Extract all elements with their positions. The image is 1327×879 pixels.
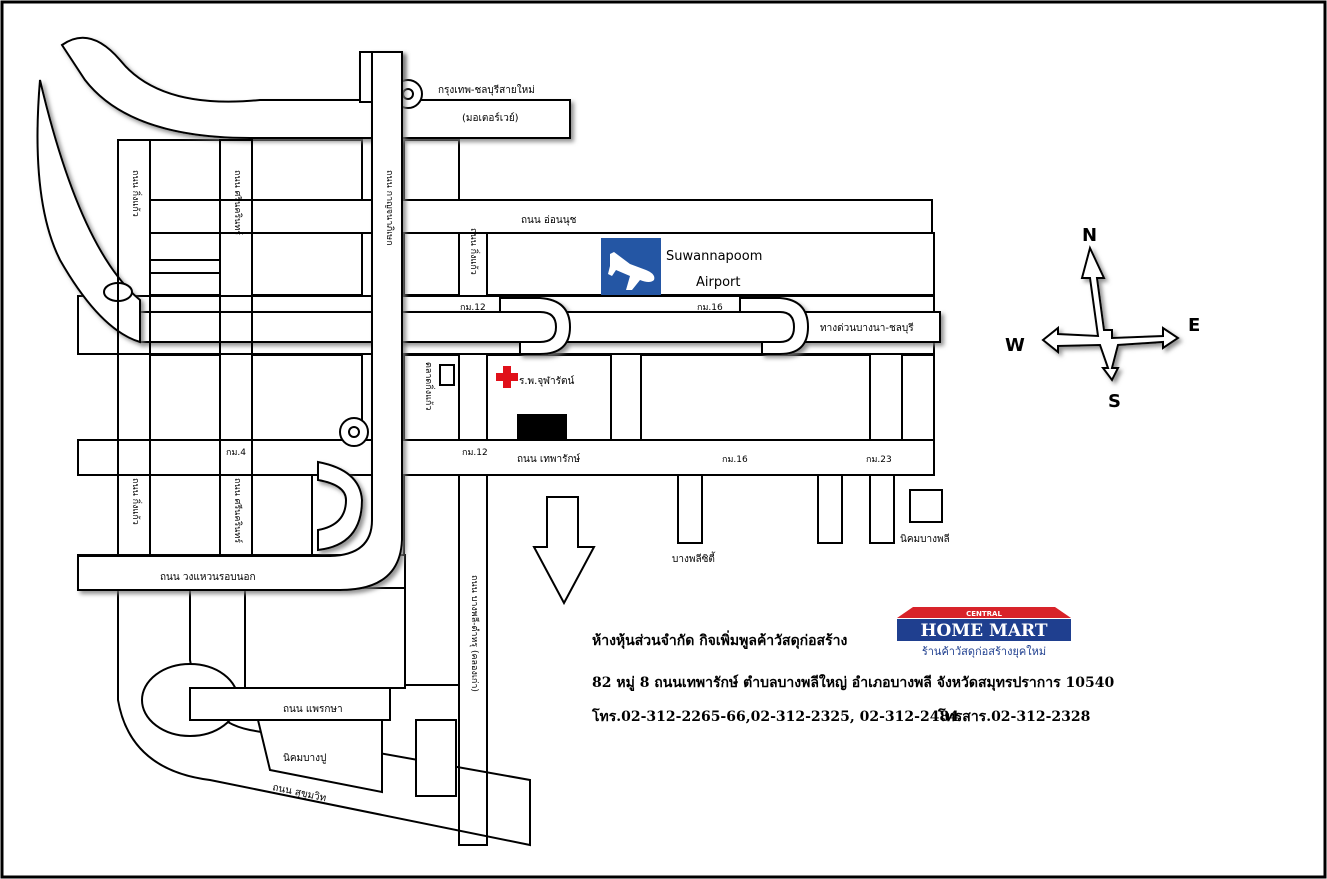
thepharak-label: ถนน เทพารักษ์	[517, 453, 581, 465]
bang-phli-road	[458, 474, 488, 846]
bang-phli-city-road	[677, 474, 703, 544]
airport-label-2: Airport	[696, 275, 741, 290]
on-nut-road	[149, 199, 933, 234]
market-marker	[439, 364, 455, 386]
block-left-low2	[251, 474, 313, 556]
phraeksa-label: ถนน แพรกษา	[283, 704, 343, 715]
block-a3	[149, 272, 221, 296]
km23-label: กม.23	[866, 455, 892, 465]
logo-top-text: CENTRAL	[966, 610, 1002, 618]
left-vertical-label-2: ถนน ศรีนครินทร์	[232, 170, 244, 235]
bang-phli-estate-label: นิคมบางพลี	[900, 533, 950, 545]
left-vertical-label-4: ถนน ศรีนครินทร์	[232, 478, 244, 543]
bang-phli-estate-block	[909, 489, 943, 523]
king-kaew-road	[458, 232, 488, 297]
left-curve-road	[36, 79, 141, 344]
km12-top-label: กม.12	[460, 303, 486, 313]
block-left-low1	[149, 474, 221, 556]
block-right-mid2	[901, 354, 935, 441]
bang-phli-road-label: ถนน บางพลี-ตำหรุ (คลองเก่า)	[469, 575, 480, 692]
logo-brand: HOME MART	[920, 621, 1047, 641]
motorway-interchange-loop-inner	[402, 88, 414, 100]
bang-pu-label: นิคมบางปู	[283, 753, 326, 764]
airplane-icon	[608, 252, 655, 290]
shop-phone: โทร.02-312-2265-66,02-312-2325, 02-312-2…	[592, 709, 959, 725]
compass-south: S	[1108, 391, 1121, 412]
thepharak-road	[77, 439, 935, 476]
airport-label-1: Suwannapoom	[666, 249, 762, 264]
km16-bottom-label: กม.16	[722, 455, 748, 465]
hospital-label: ร.พ.จุฬารัตน์	[519, 375, 574, 387]
compass-west: W	[1005, 335, 1025, 356]
block-left-low4	[244, 587, 406, 689]
block-left-mid1	[149, 354, 221, 441]
kanchanaphisek-road	[77, 51, 403, 591]
left-vertical-label-3: ถนน กิ่งแก้ว	[130, 478, 143, 525]
hospital-cross-icon	[496, 366, 518, 388]
bang-pu-block	[256, 719, 383, 794]
shop-location-marker	[517, 414, 567, 440]
bang-phli-estate-road	[869, 474, 895, 544]
logo-tagline: ร้านค้าวัสดุก่อสร้างยุคใหม่	[922, 645, 1046, 658]
king-kaew-label: ถนน กิ่งแก้ว	[468, 228, 481, 275]
branch-road-2	[817, 474, 843, 544]
km16-top-label: กม.16	[697, 303, 723, 313]
airport-block	[486, 232, 935, 296]
compass-east: E	[1188, 315, 1200, 336]
shop-address: 82 หมู่ 8 ถนนเทพารักษ์ ตำบลบางพลีใหญ่ อำ…	[592, 675, 1115, 691]
motorway-label-1: กรุงเทพ-ชลบุรีสายใหม่	[438, 84, 535, 96]
shop-name: ห้างหุ้นส่วนจำกัด กิจเพิ่มพูลค้าวัสดุก่อ…	[592, 633, 848, 649]
outer-ring-label: ถนน วงแหวนรอบนอก	[160, 572, 256, 583]
expressway-label: ทางด่วนบางนา-ชลบุรี	[820, 322, 914, 334]
block-a2	[149, 231, 221, 261]
main-vertical-label: ถนน กาญจนาภิเษก	[384, 170, 395, 246]
km4-label: กม.4	[226, 448, 246, 458]
kanchanaphisek-loop-inner	[348, 426, 360, 438]
home-mart-logo: CENTRAL HOME MART ร้านค้าวัสดุก่อสร้างยุ…	[893, 604, 1075, 660]
shop-fax: โทรสาร.02-312-2328	[938, 709, 1091, 725]
bang-phli-city-label: บางพลีซิตี้	[672, 551, 716, 565]
direction-arrow-down	[532, 496, 596, 606]
km12-bottom-label: กม.12	[462, 448, 488, 458]
block-left-low3	[403, 474, 460, 686]
on-nut-label: ถนน อ่อนนุช	[521, 215, 577, 226]
left-vertical-label-1: ถนน กิ่งแก้ว	[130, 170, 143, 217]
market-label: ตลาดกิ่งแก้ว	[423, 362, 436, 410]
compass-rose	[1041, 245, 1180, 382]
motorway-label-2: (มอเตอร์เวย์)	[462, 112, 519, 124]
block-right-mid1	[640, 354, 871, 441]
compass-north: N	[1082, 225, 1097, 246]
block-bottom-mid	[415, 719, 457, 797]
